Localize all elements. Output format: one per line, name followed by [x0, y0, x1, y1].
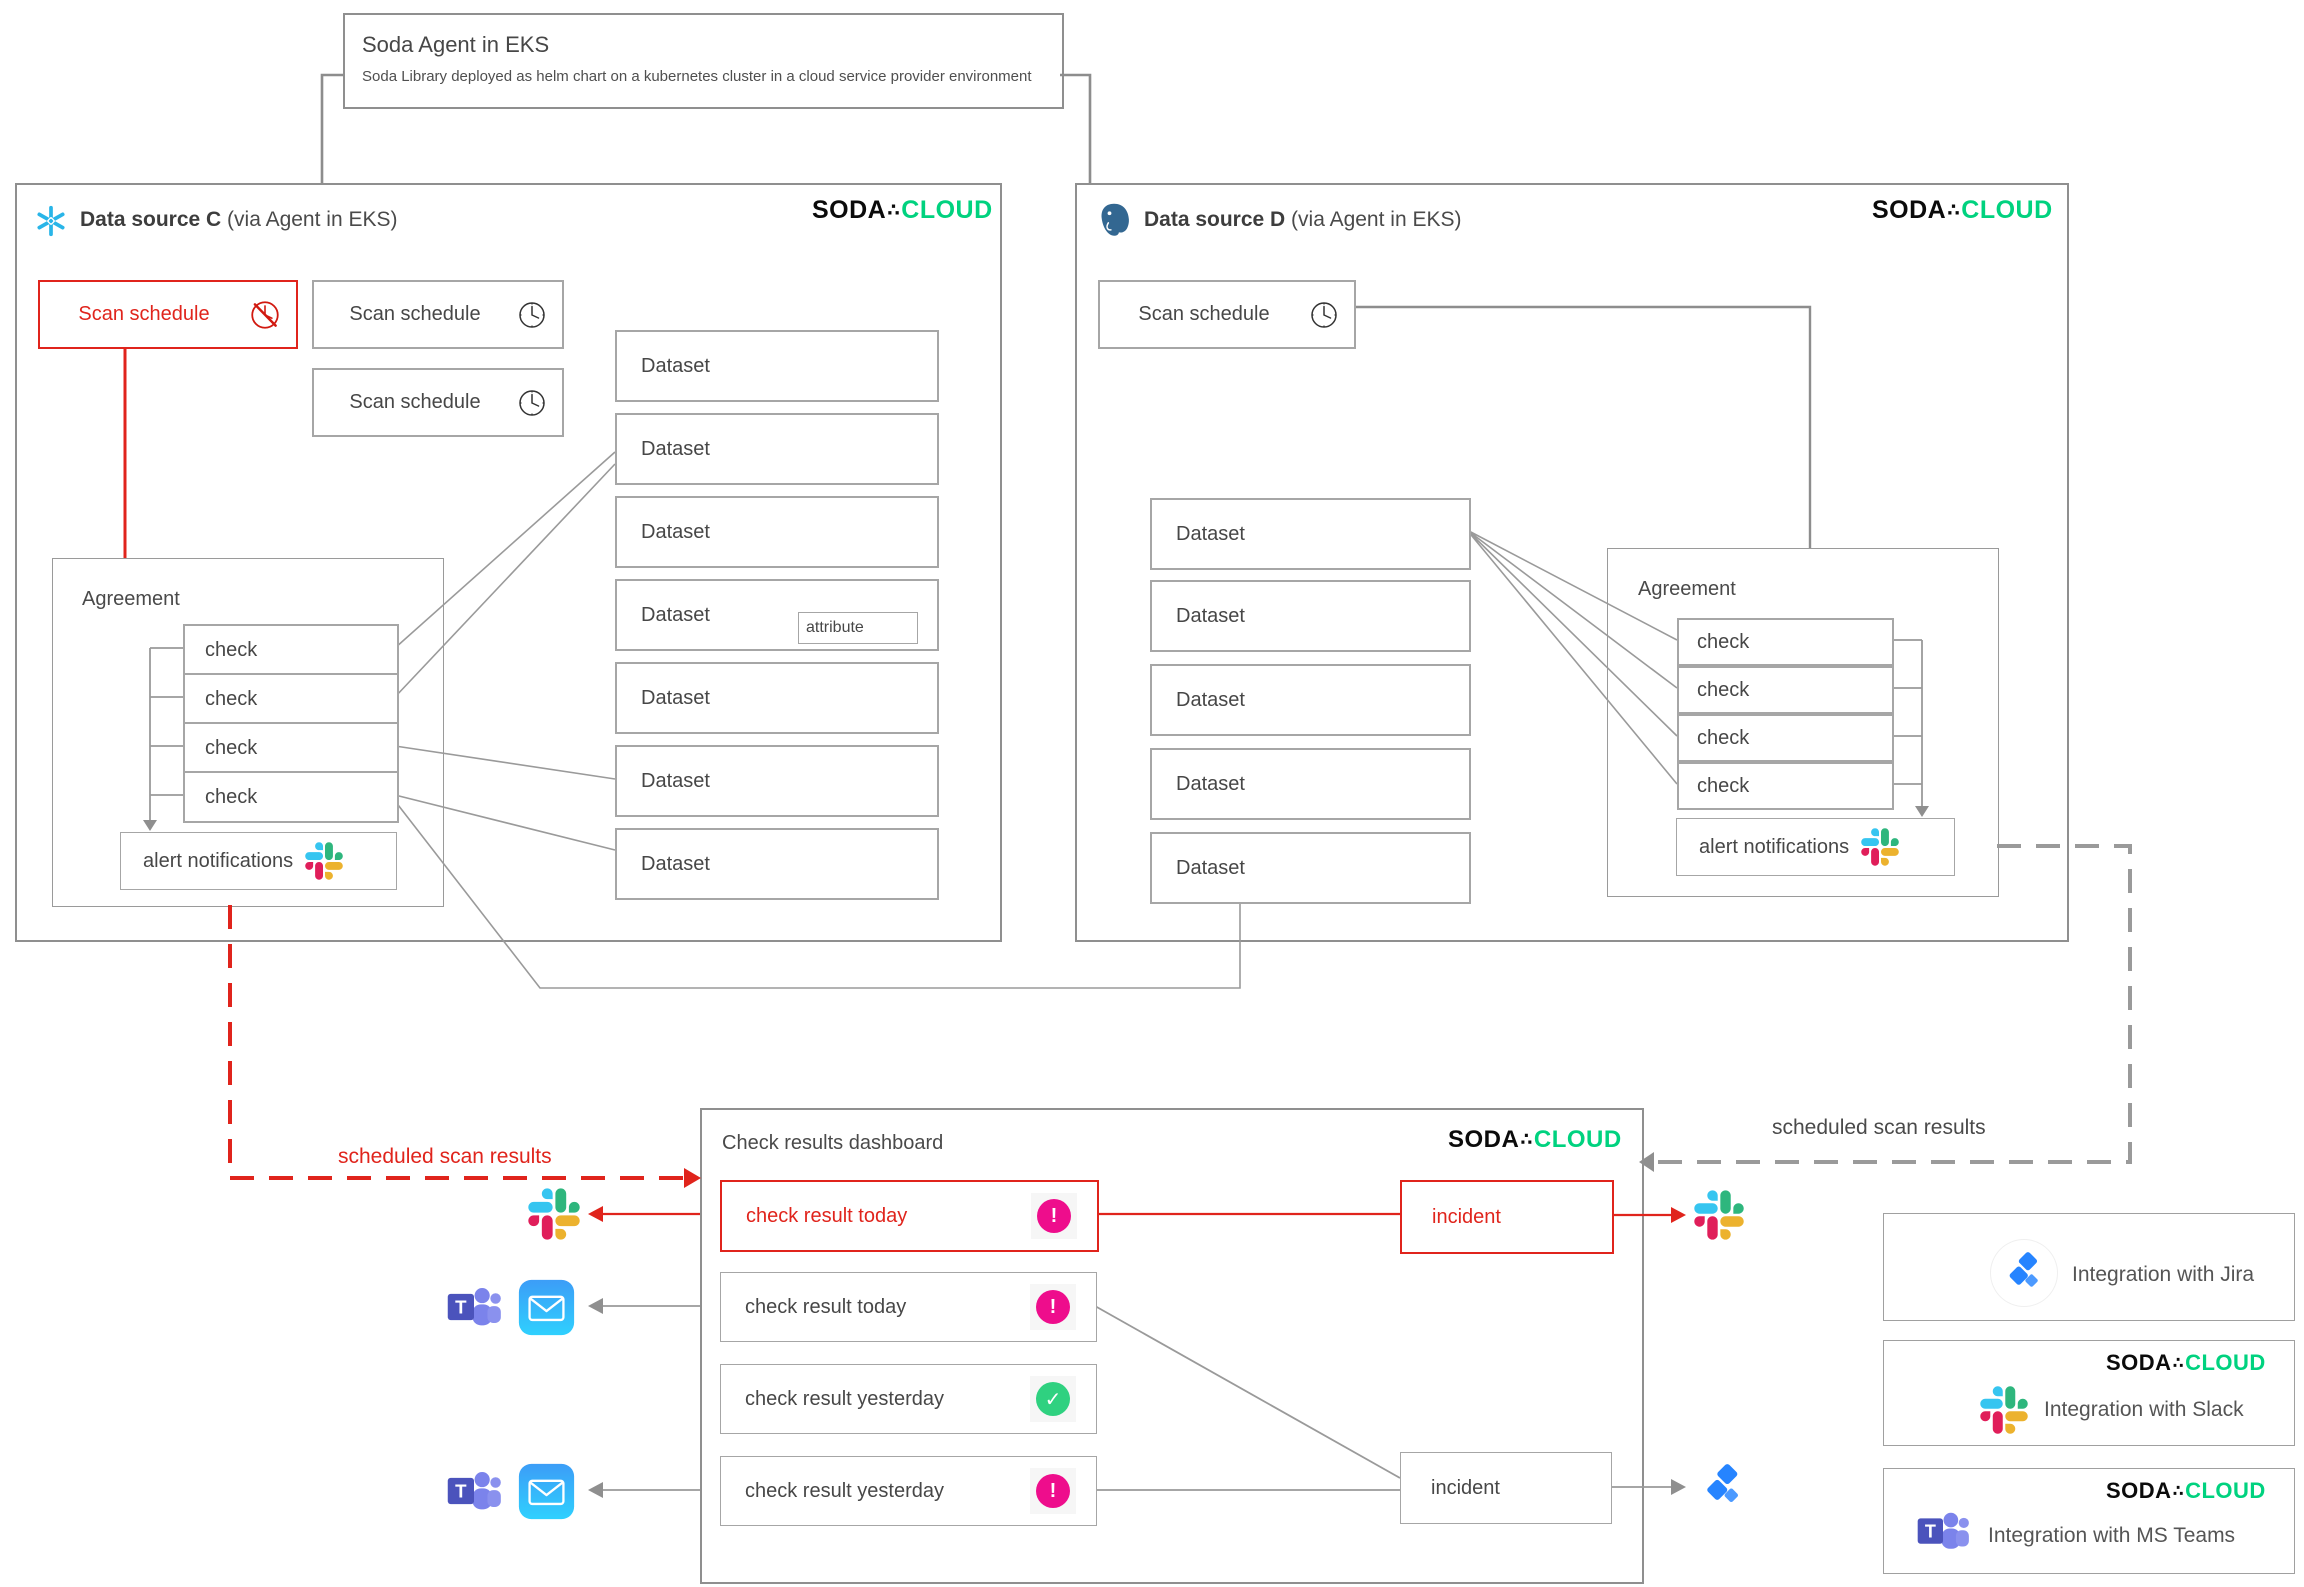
dataset: Dataset: [1150, 498, 1471, 570]
scheduled-scan-results-left: scheduled scan results: [338, 1145, 552, 1168]
fail-badge-icon: !: [1036, 1474, 1070, 1508]
soda-agent-box: [343, 13, 1064, 109]
source-d-suffix: (via Agent in EKS): [1285, 208, 1462, 231]
mail-icon: [518, 1279, 575, 1336]
attribute-box: attribute: [798, 612, 918, 644]
check: check: [183, 722, 399, 774]
agreement-d-title: Agreement: [1638, 578, 1736, 600]
soda-cloud-logo: SODA∴CLOUD: [2106, 1350, 2266, 1375]
incident-box: incident: [1400, 1180, 1614, 1254]
slack-icon: [1980, 1386, 2028, 1434]
integration-jira-label: Integration with Jira: [2072, 1263, 2255, 1286]
integration-teams-label: Integration with MS Teams: [1988, 1524, 2236, 1547]
source-d-title: Data source D (via Agent in EKS): [1144, 208, 1461, 232]
dataset: Dataset: [1150, 580, 1471, 652]
check: check: [1677, 762, 1894, 810]
agreement-c-title: Agreement: [82, 588, 180, 610]
scan-schedule-d: Scan schedule: [1098, 280, 1356, 349]
check-result-row: check result yesterday ✓: [720, 1364, 1097, 1434]
check-result-row: check result yesterday !: [720, 1456, 1097, 1526]
check: check: [1677, 618, 1894, 666]
source-c-suffix: (via Agent in EKS): [221, 208, 398, 231]
check: check: [183, 624, 399, 676]
pass-badge-icon: ✓: [1036, 1382, 1070, 1416]
slack-icon: [1861, 828, 1899, 866]
scan-schedule-2: Scan schedule: [312, 368, 564, 437]
slack-icon: [1694, 1190, 1744, 1240]
ms-teams-icon: [446, 1465, 502, 1521]
clock-disabled-icon: [248, 298, 282, 332]
check: check: [183, 673, 399, 725]
dashboard-title: Check results dashboard: [722, 1132, 944, 1154]
clock-icon: [1308, 299, 1340, 331]
dataset: Dataset: [615, 745, 939, 817]
scan-schedule-disabled: Scan schedule: [38, 280, 298, 349]
clock-icon: [516, 387, 548, 419]
integration-slack-box: [1883, 1340, 2295, 1446]
alert-notifications: alert notifications: [120, 832, 397, 890]
jira-icon-circle: [1991, 1240, 2057, 1306]
slack-icon: [305, 842, 343, 880]
soda-cloud-logo: SODA∴CLOUD: [1872, 196, 2053, 224]
ms-teams-icon: [1916, 1506, 1970, 1560]
scan-schedule-1: Scan schedule: [312, 280, 564, 349]
postgresql-icon: [1096, 202, 1132, 238]
dataset: Dataset: [615, 496, 939, 568]
agent-box-title: Soda Agent in EKS: [362, 32, 550, 57]
fail-badge-icon: !: [1037, 1199, 1071, 1233]
dataset: Dataset: [615, 662, 939, 734]
dataset: Dataset: [615, 828, 939, 900]
mail-icon: [518, 1463, 575, 1520]
soda-cloud-logo: SODA∴CLOUD: [812, 196, 993, 224]
ms-teams-icon: [446, 1281, 502, 1337]
integration-slack-label: Integration with Slack: [2044, 1398, 2244, 1421]
source-c-title: Data source C (via Agent in EKS): [80, 208, 397, 232]
fail-badge-icon: !: [1036, 1290, 1070, 1324]
dataset: Dataset: [615, 330, 939, 402]
source-c-name: Data source C: [80, 208, 222, 231]
slack-icon: [528, 1188, 580, 1240]
soda-cloud-logo: SODA∴CLOUD: [1448, 1126, 1622, 1153]
snowflake-icon: [34, 204, 68, 238]
check-result-row: check result today !: [720, 1272, 1097, 1342]
clock-icon: [516, 299, 548, 331]
agent-box-subtitle: Soda Library deployed as helm chart on a…: [362, 68, 1032, 85]
dataset: Dataset: [615, 413, 939, 485]
source-d-name: Data source D: [1144, 208, 1286, 231]
jira-icon: [2003, 1252, 2045, 1294]
dataset: Dataset: [1150, 832, 1471, 904]
scheduled-scan-results-right: scheduled scan results: [1772, 1116, 1986, 1139]
incident-box: incident: [1400, 1452, 1612, 1524]
check: check: [183, 771, 399, 823]
dataset: Dataset: [1150, 748, 1471, 820]
check: check: [1677, 666, 1894, 714]
soda-cloud-logo: SODA∴CLOUD: [2106, 1478, 2266, 1503]
check-result-row: check result today !: [720, 1180, 1099, 1252]
jira-icon: [1700, 1464, 1746, 1510]
alert-notifications: alert notifications: [1676, 818, 1955, 876]
dataset: Dataset: [1150, 664, 1471, 736]
check: check: [1677, 714, 1894, 762]
integration-jira-box: [1883, 1213, 2295, 1321]
